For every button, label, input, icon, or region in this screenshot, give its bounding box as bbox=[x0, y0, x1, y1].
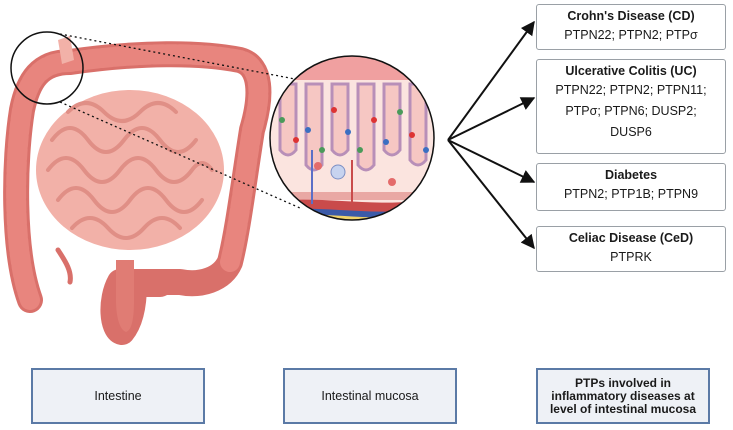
arrow-celiac bbox=[447, 139, 535, 250]
disease-box-diabetes: Diabetes PTPN2; PTP1B; PTPN9 bbox=[536, 163, 726, 211]
disease-name: Crohn's Disease (CD) bbox=[567, 9, 695, 23]
zoom-target-circle bbox=[269, 55, 435, 221]
arrow-diabetes bbox=[447, 139, 536, 183]
arrows bbox=[447, 20, 536, 250]
disease-name: Celiac Disease (CeD) bbox=[568, 231, 694, 245]
disease-genes: PTPRK bbox=[610, 250, 652, 264]
disease-box-crohns: Crohn's Disease (CD) PTPN22; PTPN2; PTPσ bbox=[536, 4, 726, 50]
disease-name: Ulcerative Colitis (UC) bbox=[565, 64, 697, 78]
disease-genes: PTPN22; PTPN2; PTPN11; PTPσ; PTPN6; DUSP… bbox=[555, 83, 707, 139]
disease-box-celiac: Celiac Disease (CeD) PTPRK bbox=[536, 226, 726, 272]
caption-mucosa: Intestinal mucosa bbox=[283, 368, 457, 424]
disease-name: Diabetes bbox=[604, 168, 658, 182]
arrow-crohns bbox=[447, 20, 535, 141]
disease-genes: PTPN22; PTPN2; PTPσ bbox=[564, 28, 698, 42]
disease-box-uc: Ulcerative Colitis (UC) PTPN22; PTPN2; P… bbox=[536, 59, 726, 154]
caption-ptps: PTPs involved in inflammatory diseases a… bbox=[536, 368, 710, 424]
arrow-uc bbox=[447, 97, 536, 141]
caption-intestine: Intestine bbox=[31, 368, 205, 424]
zoom-line-top bbox=[59, 33, 301, 81]
intestine-illustration bbox=[3, 36, 272, 345]
zoom-line-bottom bbox=[59, 101, 301, 209]
disease-genes: PTPN2; PTP1B; PTPN9 bbox=[563, 187, 699, 201]
zoom-source-circle bbox=[10, 31, 84, 105]
